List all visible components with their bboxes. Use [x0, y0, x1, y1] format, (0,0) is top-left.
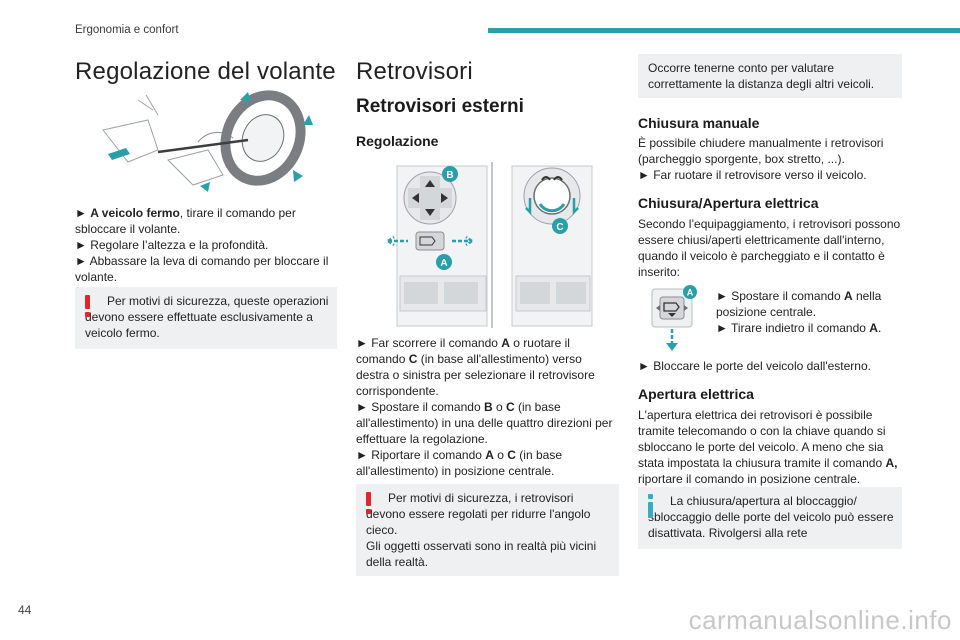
- svg-text:C: C: [556, 222, 563, 233]
- manual-closing-step: ► Far ruotare il retrovisore verso il ve…: [638, 168, 867, 182]
- svg-text:A: A: [687, 288, 694, 298]
- mirror-warning-line-1: Per motivi di sicurezza, i retrovisori d…: [366, 491, 591, 537]
- distance-note-box: Occorre tenerne conto per valutare corre…: [638, 54, 902, 98]
- mirror-step-3: ► Riportare il comando A o C (in base al…: [356, 448, 562, 478]
- info-icon: [648, 494, 654, 518]
- fold-switch-steps: ► Spostare il comando A nella posizione …: [716, 288, 902, 336]
- mirror-warning-line-2: Gli oggetti osservati sono in realtà più…: [366, 539, 597, 569]
- manual-closing-body: È possibile chiudere manualmente i retro…: [638, 135, 902, 183]
- page-number: 44: [18, 603, 32, 617]
- info-box: La chiusura/apertura al bloccaggio/ sblo…: [638, 487, 902, 549]
- svg-text:B: B: [446, 170, 453, 181]
- mirror-fold-switch-icon: A: [651, 285, 697, 351]
- fold-switch-step-1: ► Spostare il comando A nella posizione …: [716, 289, 882, 319]
- svg-text:A: A: [440, 258, 447, 269]
- mirror-step-2: ► Spostare il comando B o C (in base all…: [356, 400, 613, 446]
- section-header: Ergonomia e confort: [75, 24, 179, 36]
- steering-step-2: ► Regolare l’altezza e la profondità.: [75, 238, 269, 252]
- mirror-step-1: ► Far scorrere il comando A o ruotare il…: [356, 336, 595, 398]
- steering-steps: ► A veicolo fermo, tirare il comando per…: [75, 205, 335, 285]
- header-accent-bar: [488, 28, 960, 33]
- steering-warning-text: Per motivi di sicurezza, queste operazio…: [85, 294, 329, 340]
- watermark: carmanualsonline.info: [688, 605, 952, 635]
- steering-step-1: ► A veicolo fermo, tirare il comando per…: [75, 206, 296, 236]
- fold-switch-step-2: ► Tirare indietro il comando A.: [716, 321, 882, 335]
- warning-icon: [85, 295, 91, 317]
- adjustment-heading: Regolazione: [356, 133, 439, 149]
- steering-title: Regolazione del volante: [75, 58, 336, 85]
- steering-warning-box: Per motivi di sicurezza, queste operazio…: [75, 287, 337, 349]
- distance-note-text: Occorre tenerne conto per valutare corre…: [648, 61, 875, 91]
- electric-opening-heading: Apertura elettrica: [638, 386, 754, 402]
- electric-heading: Chiusura/Apertura elettrica: [638, 195, 819, 211]
- steering-wheel-illustration: [102, 90, 313, 192]
- mirror-warning-box: Per motivi di sicurezza, i retrovisori d…: [356, 484, 619, 576]
- external-mirrors-subtitle: Retrovisori esterni: [356, 96, 524, 117]
- mirrors-title: Retrovisori: [356, 58, 473, 85]
- manual-closing-heading: Chiusura manuale: [638, 115, 760, 131]
- lock-doors-step: ► Bloccare le porte del veicolo dall'est…: [638, 359, 871, 373]
- electric-opening-text: L'apertura elettrica dei retrovisori è p…: [638, 408, 898, 486]
- steering-step-3: ► Abbassare la leva di comando per blocc…: [75, 254, 329, 284]
- info-text: La chiusura/apertura al bloccaggio/ sblo…: [648, 494, 894, 540]
- warning-icon: [366, 492, 372, 514]
- electric-text: Secondo l’equipaggiamento, i retrovisori…: [638, 217, 901, 279]
- mirror-controls-illustration: B A C: [387, 162, 593, 328]
- mirror-adjust-steps: ► Far scorrere il comando A o ruotare il…: [356, 335, 618, 479]
- manual-closing-text: È possibile chiudere manualmente i retro…: [638, 136, 884, 166]
